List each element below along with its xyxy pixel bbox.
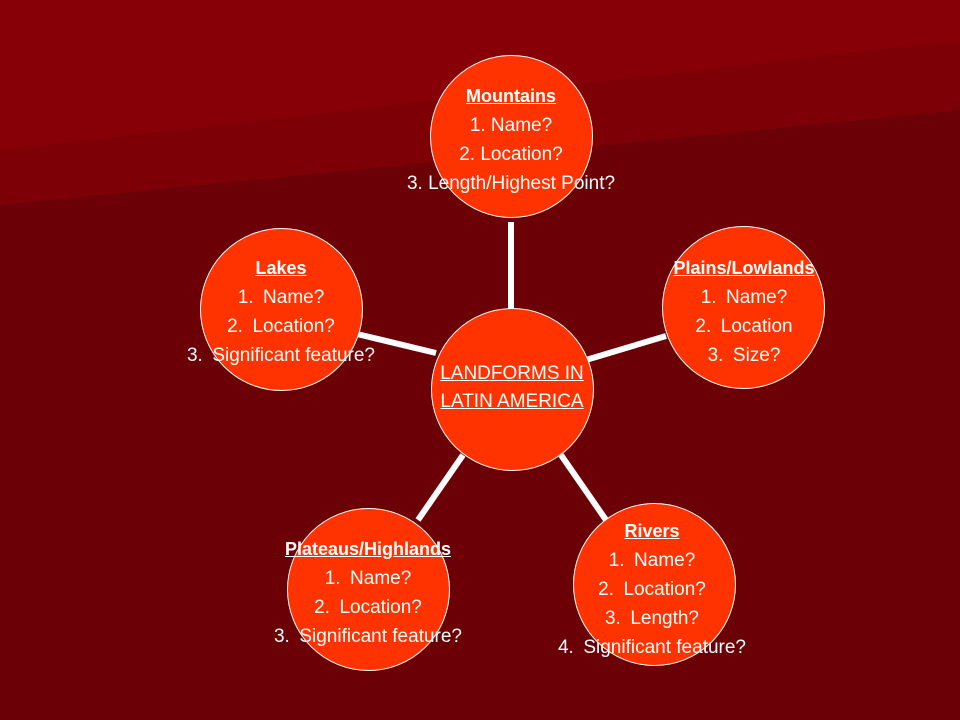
plains-item-1: 1. Name?	[700, 287, 788, 308]
plateaus-title: Plateaus/Highlands	[284, 539, 452, 559]
connector-plateaus	[415, 453, 466, 522]
center-label-line-1: LANDFORMS IN	[440, 363, 584, 384]
node-lakes	[200, 228, 363, 391]
plateaus-item-2: 2. Location?	[314, 597, 422, 618]
plateaus-item-3: 3. Significant feature?	[273, 626, 463, 647]
lakes-item-1: 1. Name?	[237, 287, 325, 308]
mountains-item-2: 2. Location?	[459, 144, 563, 165]
node-center	[431, 308, 594, 471]
lakes-item-3: 3. Significant feature?	[186, 345, 376, 366]
center-label: LANDFORMS IN LATIN AMERICA	[402, 360, 622, 416]
plains-item-3: 3. Size?	[707, 345, 781, 366]
lakes-title: Lakes	[255, 258, 307, 278]
connector-lakes	[356, 331, 437, 356]
mountains-item-1: 1. Name?	[469, 115, 553, 136]
node-plateaus	[287, 508, 450, 671]
rivers-title: Rivers	[624, 521, 680, 541]
plains-title: Plains/Lowlands	[673, 258, 815, 278]
rivers-item-1: 1. Name?	[608, 550, 696, 571]
plains-item-2: 2. Location	[695, 316, 793, 337]
node-mountains	[430, 55, 593, 218]
connector-plains	[585, 333, 667, 363]
node-plains	[662, 226, 825, 389]
node-rivers	[573, 503, 736, 666]
rivers-item-3: 3. Length?	[604, 608, 700, 629]
mountains-title: Mountains	[466, 86, 556, 106]
lakes-item-2: 2. Location?	[227, 316, 335, 337]
plains-text: Plains/Lowlands 1. Name? 2. Location 3. …	[673, 254, 814, 370]
rivers-item-2: 2. Location?	[598, 579, 706, 600]
mountains-text: Mountains 1. Name? 2. Location? 3. Lengt…	[407, 82, 615, 198]
center-label-line-2: LATIN AMERICA	[440, 391, 584, 412]
plateaus-text: Plateaus/Highlands 1. Name? 2. Location?…	[274, 535, 462, 651]
connector-rivers	[558, 453, 609, 522]
rivers-text: Rivers 1. Name? 2. Location? 3. Length? …	[558, 517, 746, 662]
mountains-item-3: 3. Length/Highest Point?	[406, 173, 616, 194]
rivers-item-4: 4. Significant feature?	[557, 637, 747, 658]
plateaus-item-1: 1. Name?	[324, 568, 412, 589]
lakes-text: Lakes 1. Name? 2. Location? 3. Significa…	[187, 254, 375, 370]
